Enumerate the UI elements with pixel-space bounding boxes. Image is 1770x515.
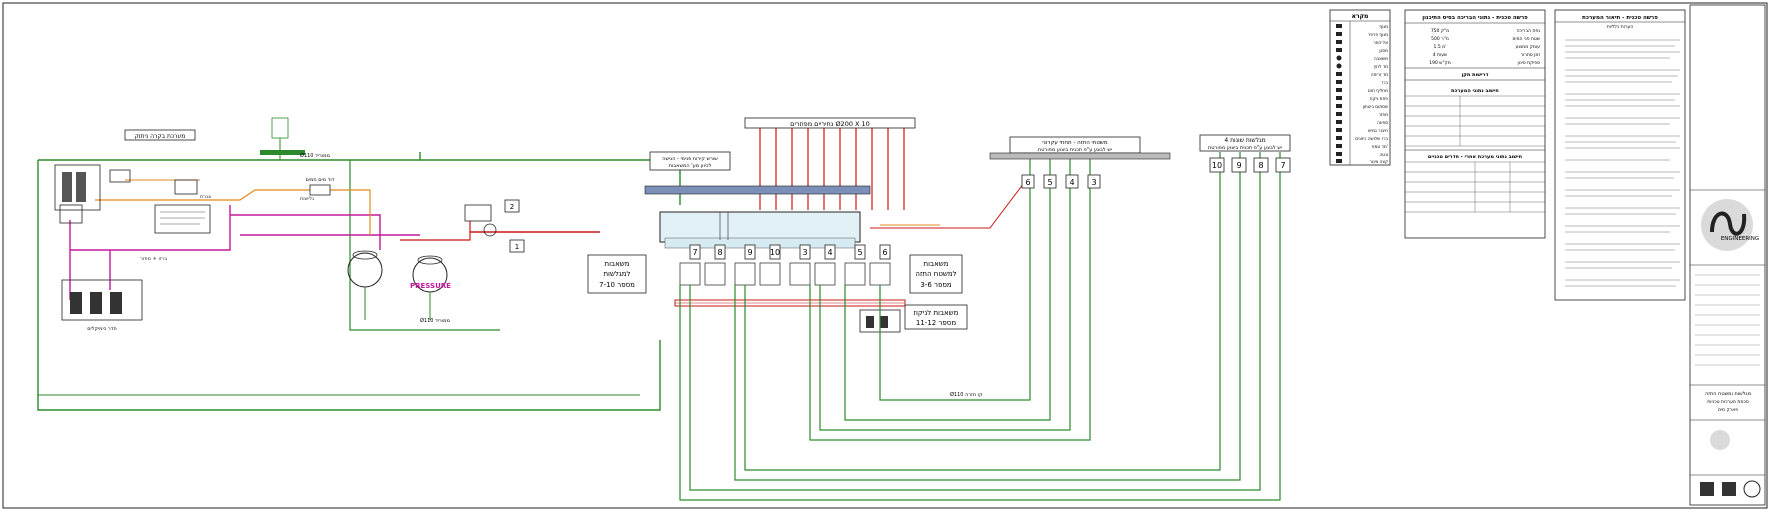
boiler-label: דוד מים חמים	[306, 177, 335, 183]
notes-title: פרשה טכנית - תיאור המערכת	[1582, 15, 1658, 21]
flow-number-2: 2	[510, 203, 514, 211]
pump-number: 10	[770, 248, 780, 257]
spray-number: 4	[1069, 178, 1074, 187]
legend-item: ספיגה	[1377, 121, 1388, 126]
bottom-pipe-label: Ø110 ממוריד	[420, 317, 450, 324]
legend-item: קצה צינור	[1369, 160, 1388, 165]
wave-group-line2: למשטח התזה	[915, 270, 956, 278]
legend-item: מחליף חום	[1368, 89, 1388, 94]
spec-value: 750 מ"ק	[1431, 28, 1449, 34]
legend-item: משאבה	[1374, 57, 1388, 62]
specs-section: חישוב נתוני מערכת אחרי - חדרים טכניים	[1428, 154, 1522, 160]
legend-item: מד לחץ	[1374, 65, 1388, 70]
legend-title: מקרא	[1352, 13, 1369, 20]
pump-number: 9	[747, 248, 752, 257]
legend-item: מד זרימה	[1371, 73, 1388, 78]
spray-area-title: משטחי התזה - תחתי עקרוני	[1042, 140, 1107, 146]
pump-number: 6	[882, 248, 887, 257]
legend-item: מסנן	[1379, 49, 1388, 54]
legend-item: ברז	[1382, 81, 1389, 86]
spec-value: 500 מ"ר	[1431, 36, 1449, 42]
pool-note-2: לכיוון מע' המשאבות	[669, 163, 712, 169]
slide-number: 9	[1236, 161, 1241, 170]
spray-number: 5	[1047, 178, 1052, 187]
pump-number: 8	[717, 248, 722, 257]
legend-item: מגוף פרפר	[1368, 33, 1388, 38]
pump-number: 5	[857, 248, 862, 257]
company-logo-icon	[1701, 199, 1753, 251]
spray-area: משטחי התזה - תחתי עקרוני יש לבצע ע"פ תכנ…	[989, 136, 1171, 189]
spec-value: 190 מק"ש	[1429, 60, 1451, 66]
overflow-label: גלישות	[300, 196, 314, 202]
drink-group-line2: מספר 11-12	[916, 319, 956, 327]
drawing-subtitle: סכמת מערכות טכניות	[1707, 400, 1749, 405]
overflow-group-line2: למגלשות	[603, 270, 630, 278]
inlets-title: נחיריים מפוזרים Ø200 X 10	[790, 120, 870, 128]
slides-area: 4 מגלשות שונות יש לבצע ע"פ תכנית ביצוע מ…	[1199, 134, 1291, 173]
slide-number: 7	[1280, 161, 1285, 170]
circ-label: צנרת	[200, 194, 211, 200]
slides-title: 4 מגלשות שונות	[1224, 137, 1265, 144]
legend-item: ונטה	[1380, 153, 1389, 158]
drink-group-line1: משאבות לניקוז	[914, 309, 959, 317]
system-label: מערכת בקרה ניתוק	[135, 133, 186, 140]
specs-section: חישוב נתוני המערכת	[1451, 88, 1499, 94]
notes-subtitle: הערות כלליות	[1607, 25, 1634, 30]
specs-title: פרשה טכנית - נתוני הבריכה בסיס התיכנון	[1422, 15, 1528, 21]
chem-room-label: חדר כימיקלים	[87, 326, 117, 332]
spec-value: 4 שעות	[1433, 52, 1448, 58]
spray-number: 3	[1091, 178, 1096, 187]
spec-key: שטח פני המים	[1512, 37, 1540, 42]
legend-item: חיבור גמיש	[1368, 129, 1388, 134]
drawing-title: מגלשות ומשטח התזה	[1705, 391, 1751, 397]
pump-number: 7	[692, 248, 697, 257]
pressure-label: PRESSURE	[410, 282, 451, 290]
legend-item: אל-חוזר	[1373, 41, 1388, 46]
legend-table: מקרא מגוף מגוף פרפר אל-חוזר מסנן משאבה מ…	[1329, 9, 1391, 166]
wave-group-line3: מספר 3-6	[920, 281, 952, 289]
company-name: ENGINEERING	[1721, 236, 1759, 242]
title-block: ENGINEERING מגלשות ומשטח התזה סכמת מערכו…	[1689, 4, 1766, 506]
spray-number: 6	[1025, 178, 1030, 187]
specs-table: פרשה טכנית - נתוני הבריכה בסיס התיכנון נ…	[1404, 9, 1546, 239]
slide-number: 10	[1212, 161, 1222, 170]
legend-item: שסתום ביטחון	[1363, 105, 1388, 110]
spec-key: עומק ממוצע	[1515, 45, 1540, 50]
notes-column: פרשה טכנית - תיאור המערכת הערות כלליות	[1554, 9, 1686, 301]
pool-system: שורש קירות פנימי - הגישה לכיוון מע' המשא…	[587, 117, 1281, 501]
project-name: פארק מים	[1718, 408, 1738, 413]
pump-number: 3	[802, 248, 807, 257]
spray-area-subtitle: יש לבצע ע"פ תכנית ביצוע מפורטת	[1038, 147, 1112, 153]
legend-item: מד טמפ'	[1372, 144, 1388, 150]
flow-number-1: 1	[515, 243, 519, 251]
specs-section: דרישות תקן	[1462, 72, 1489, 78]
pump-row: 7 8 9 10 3 4 5 6	[679, 244, 891, 286]
spec-key: נפח הבריכה	[1517, 29, 1541, 34]
pump-number: 4	[827, 248, 832, 257]
overflow-group-line1: משאבות	[605, 260, 630, 268]
legend-item: מפזר	[1378, 113, 1388, 118]
heater-label: ברזו + מפזר	[140, 256, 167, 262]
spec-value: 1.5 מ'	[1434, 44, 1447, 50]
overflow-group-line3: מספר 7-10	[599, 281, 635, 289]
pool-note-1: שורש קירות פנימי - הגישה	[662, 156, 718, 162]
legend-item: ברז שלושה כיוונים	[1355, 137, 1388, 142]
legend-item: מגוף	[1379, 25, 1388, 30]
slide-number: 8	[1258, 161, 1263, 170]
spec-key: זמן סחרור	[1521, 53, 1541, 58]
spec-key: ספיקת סינון	[1518, 61, 1541, 66]
return-line-label: Ø110 קו חזרה	[950, 391, 983, 398]
legend-item: פתח ניקוז	[1370, 97, 1388, 102]
treatment-system: מערכת בקרה ניתוק חדר כימיקלים דוד מים חמ…	[37, 117, 681, 411]
wave-group-line1: משאבות	[924, 260, 949, 268]
top-pipe-label: Ø110 ממוריד	[300, 152, 330, 159]
slides-subtitle: יש לבצע ע"פ תכנית ביצוע מפורטת	[1208, 145, 1282, 151]
